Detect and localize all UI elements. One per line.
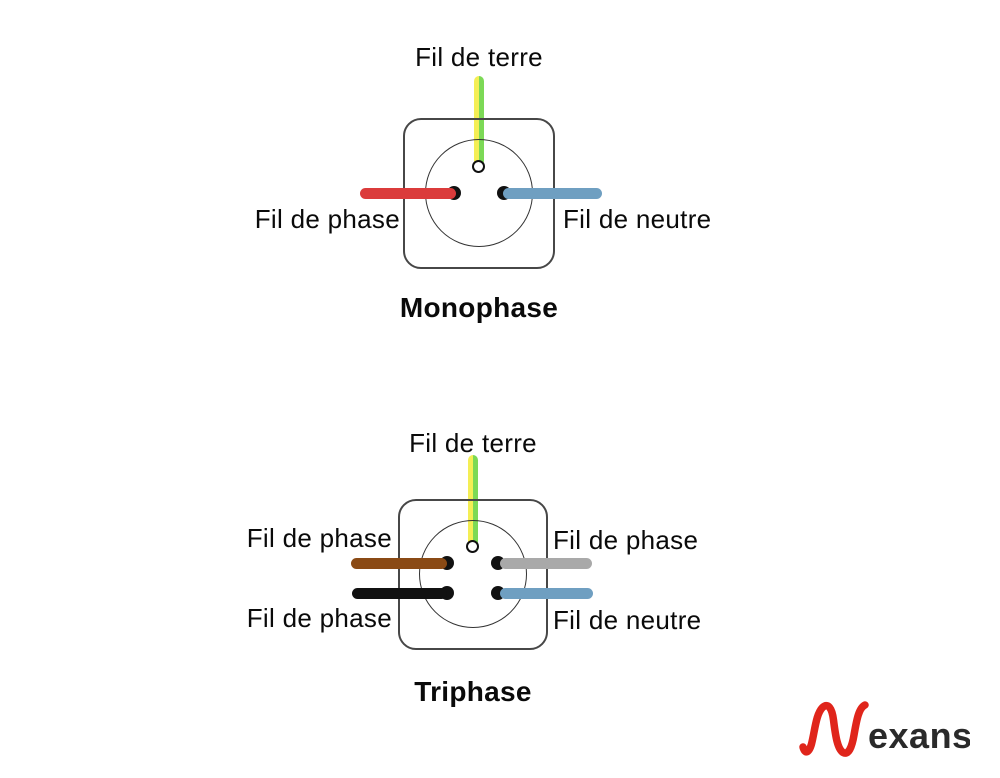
monophase-phase-label: Fil de phase	[254, 204, 400, 234]
monophase-neutre-wire	[503, 188, 602, 199]
triphase-title: Triphase	[414, 676, 532, 707]
triphase-terre-label: Fil de terre	[409, 428, 537, 458]
terre-wire-yellow-half	[468, 455, 473, 547]
triphase-terre-wire	[468, 455, 478, 547]
monophase-neutre-label: Fil de neutre	[563, 204, 712, 234]
triphase-phase-gray-wire	[500, 558, 592, 569]
monophase-phase-wire	[360, 188, 456, 199]
triphase-neutre-wire	[500, 588, 593, 599]
monophase-terre-hole	[472, 160, 485, 173]
triphase-terre-hole	[466, 540, 479, 553]
nexans-wordmark: exans	[868, 715, 970, 756]
terre-wire-yellow-half	[474, 76, 479, 166]
triphase-phase-left-bottom-label: Fil de phase	[246, 603, 392, 633]
triphase-neutre-label: Fil de neutre	[553, 605, 702, 635]
monophase-diagram: Fil de terre Fil de phase Fil de neutre …	[0, 0, 1000, 340]
terre-wire-green-half	[479, 76, 484, 166]
terre-wire-green-half	[473, 455, 478, 547]
nexans-logo: exans	[798, 697, 972, 769]
triphase-diagram: Fil de terre Fil de phase Fil de phase F…	[0, 340, 1000, 720]
triphase-socket-outline	[398, 499, 548, 650]
triphase-phase-black-wire	[352, 588, 447, 599]
triphase-socket-circle	[419, 520, 527, 628]
monophase-terre-wire	[474, 76, 484, 166]
nexans-n-wave-icon	[799, 701, 869, 757]
triphase-phase-brown-wire	[351, 558, 447, 569]
monophase-terre-label: Fil de terre	[415, 42, 543, 72]
nexans-logo-icon: exans	[799, 701, 972, 757]
triphase-phase-left-top-label: Fil de phase	[246, 523, 392, 553]
monophase-title: Monophase	[399, 292, 559, 323]
triphase-phase-right-top-label: Fil de phase	[553, 525, 699, 555]
